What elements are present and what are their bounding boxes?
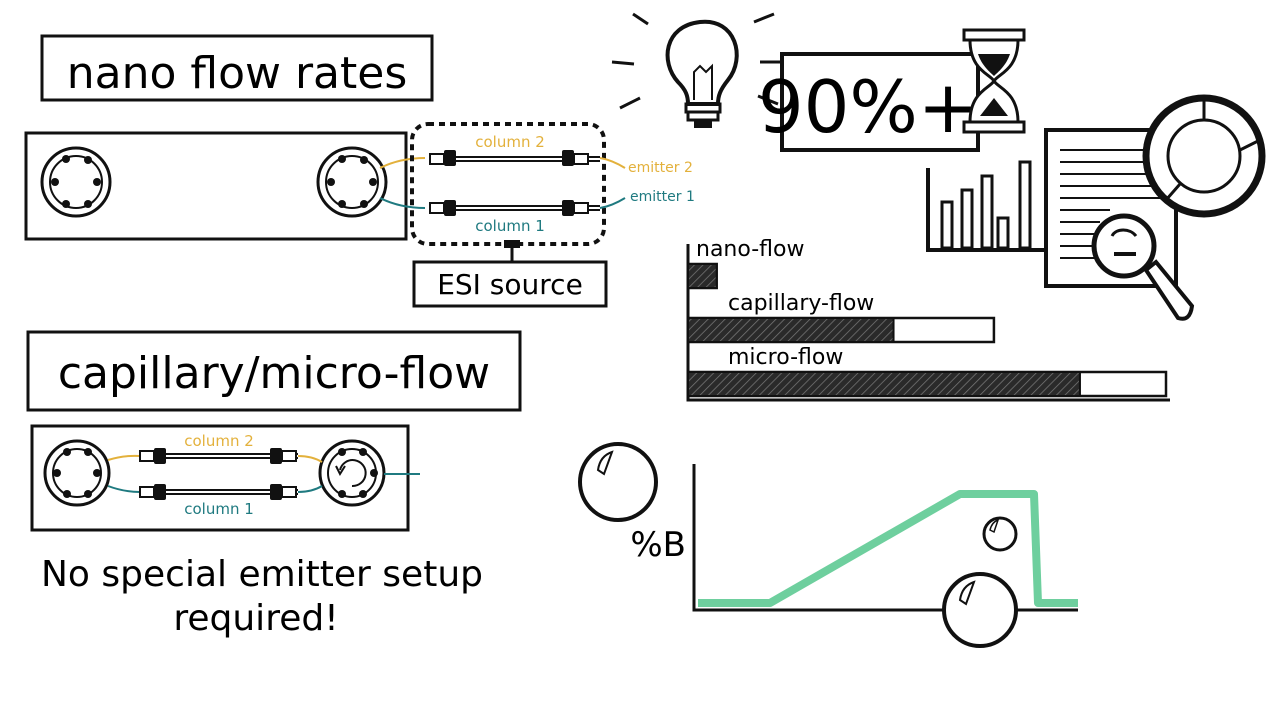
bubble-icon [942, 572, 1018, 648]
gradient-ylabel: %B [630, 525, 686, 565]
emitter-2-line [599, 157, 626, 169]
micro-title-box [26, 330, 522, 412]
valve-icon [43, 439, 111, 507]
column-2-tube [379, 157, 426, 169]
source-connector-cap [504, 240, 520, 248]
nano-title-box [40, 34, 434, 102]
column-1-icon [429, 200, 600, 216]
column-2-icon [139, 448, 298, 464]
micro-column-2-tube-out [297, 455, 323, 463]
valve-rotating-icon [318, 439, 386, 507]
micro-lc-box [30, 424, 410, 532]
bar-fill-0 [687, 263, 718, 289]
nano-column-2-label: column 2 [475, 133, 545, 151]
magnifier-icon [1091, 213, 1195, 321]
bar-fill-2 [687, 371, 1081, 397]
micro-note-line1: No special emitter setup [41, 554, 483, 595]
bubble-icon [982, 516, 1018, 552]
micro-column-1-tube-in [107, 485, 141, 493]
chart-bars: nano-flow capillary-flow micro-flow [686, 237, 1168, 398]
valve-icon [316, 146, 388, 218]
esi-source-box [412, 260, 608, 308]
micro-column-2-label: column 2 [184, 432, 254, 450]
valve-icon [40, 146, 112, 218]
flow-bar-chart: nano-flow capillary-flow micro-flow [686, 237, 1170, 402]
column-1-icon [139, 484, 298, 500]
micro-title: capillary/micro-flow [58, 348, 490, 399]
bar-label-1: capillary-flow [728, 291, 874, 316]
bubble-icon [578, 442, 658, 522]
column-2-icon [429, 150, 600, 166]
nano-title: nano flow rates [67, 48, 408, 99]
donut-chart-icon [1142, 94, 1266, 218]
gradient-chart: %B [578, 442, 1078, 648]
emitter-2-label: emitter 2 [628, 160, 693, 176]
bar-chart-icon [926, 160, 1046, 252]
bar-fill-1 [687, 317, 895, 343]
esi-source-label: ESI source [437, 268, 583, 301]
micro-section: capillary/micro-flow [26, 330, 522, 639]
nano-section: nano flow rates column 2 [24, 34, 695, 308]
efficiency-label: 90%+ [758, 65, 978, 149]
emitter-1-label: emitter 1 [630, 189, 695, 205]
nano-column-1-label: column 1 [475, 217, 545, 235]
nano-lc-box [24, 131, 408, 241]
chart-axes [686, 244, 1170, 402]
gradient-line [698, 490, 1078, 607]
micro-note-line2: required! [173, 598, 338, 639]
bar-label-2: micro-flow [728, 345, 843, 370]
micro-column-2-tube-in [107, 454, 141, 461]
hourglass-icon [962, 28, 1026, 134]
micro-column-1-tube-out [297, 485, 323, 493]
emitter-1-line [599, 197, 626, 209]
column-1-tube [379, 197, 426, 209]
bar-label-0: nano-flow [696, 237, 805, 262]
micro-column-1-label: column 1 [184, 500, 254, 518]
lightbulb-icon [611, 12, 780, 128]
